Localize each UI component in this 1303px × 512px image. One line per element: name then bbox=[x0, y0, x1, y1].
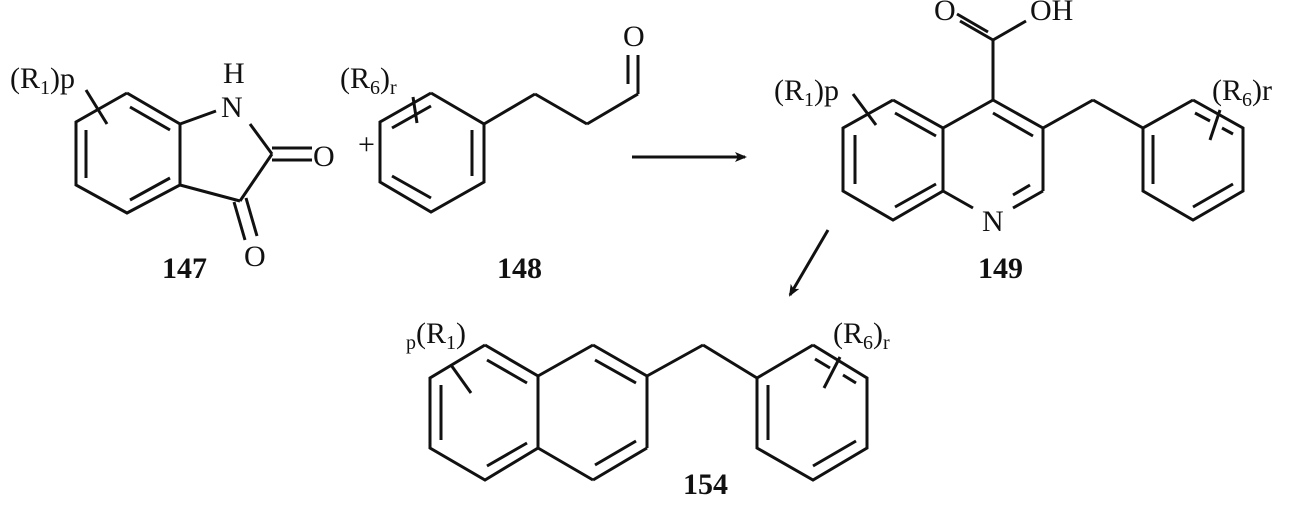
atom-n: N bbox=[982, 205, 1004, 238]
r6-index: 6 bbox=[370, 77, 380, 99]
r1p-label: p(R1) bbox=[406, 317, 466, 354]
compound-149: O OH N (R1)p (R6)r 149 bbox=[774, 0, 1272, 285]
compound-label-147: 147 bbox=[162, 252, 207, 285]
atom-o: O bbox=[623, 20, 645, 53]
compound-label-148: 148 bbox=[497, 252, 542, 285]
compound-147: (R1)p H N O O 147 bbox=[10, 57, 335, 285]
compound-148: O (R6)r 148 bbox=[340, 20, 645, 285]
r6r-label: (R6)r bbox=[340, 62, 397, 99]
r6-index: 6 bbox=[1242, 89, 1252, 111]
compound-label-149: 149 bbox=[978, 252, 1023, 285]
r6r-label: (R6)r bbox=[833, 317, 890, 354]
r6-count: r bbox=[883, 332, 890, 354]
r6-count: r bbox=[1262, 74, 1272, 107]
r1-count: p bbox=[60, 62, 75, 95]
atom-n: N bbox=[221, 91, 243, 124]
reaction-arrow-down-left bbox=[788, 229, 830, 297]
r1-count: p bbox=[406, 332, 416, 354]
r6r-label: (R6)r bbox=[1212, 74, 1272, 111]
r1-count: p bbox=[824, 74, 839, 107]
r1p-label: (R1)p bbox=[10, 62, 75, 99]
r6-index: 6 bbox=[863, 332, 873, 354]
atom-h: H bbox=[223, 57, 245, 90]
r1-index: 1 bbox=[446, 332, 456, 354]
plus-sign: + bbox=[358, 128, 375, 161]
r1-index: 1 bbox=[804, 89, 814, 111]
atom-oh: OH bbox=[1030, 0, 1073, 27]
atom-o: O bbox=[313, 140, 335, 173]
compound-154: p(R1) (R6)r 154 bbox=[406, 317, 890, 501]
r6-count: r bbox=[390, 77, 397, 99]
atom-o: O bbox=[934, 0, 956, 27]
r1-index: 1 bbox=[40, 77, 50, 99]
r1p-label: (R1)p bbox=[774, 74, 839, 111]
compound-label-154: 154 bbox=[683, 468, 728, 501]
atom-o: O bbox=[244, 240, 266, 273]
